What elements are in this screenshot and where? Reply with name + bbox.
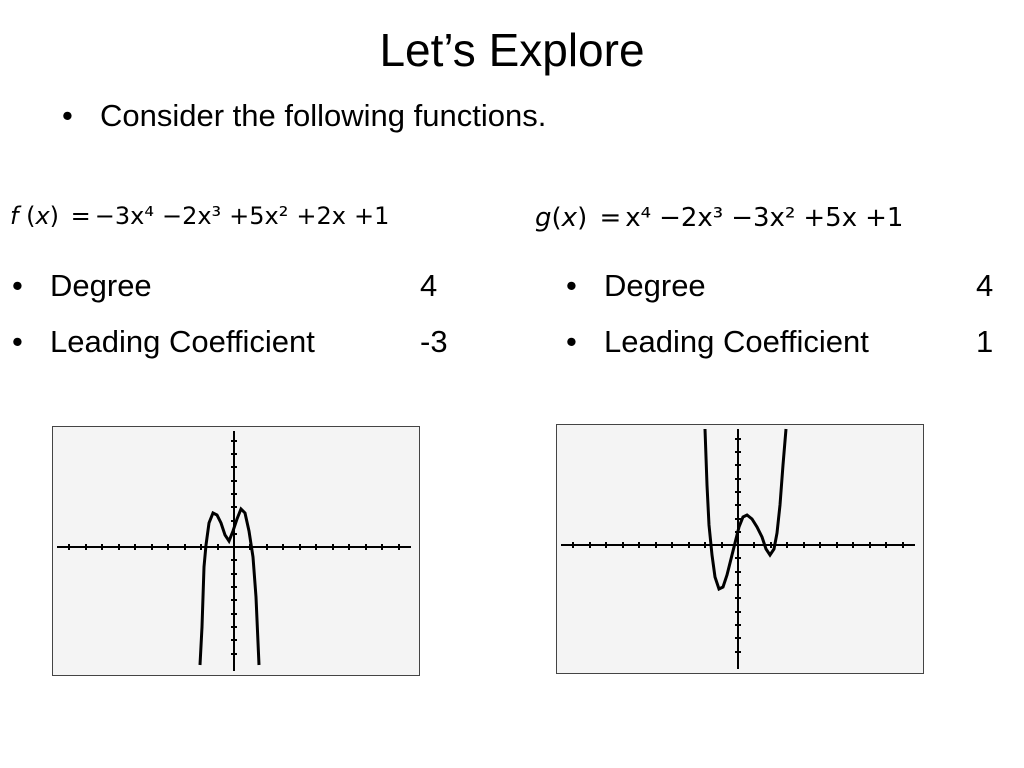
y-ticks (735, 438, 741, 653)
left-degree-row: • Degree 4 (12, 266, 437, 306)
term: −3x⁴ (94, 202, 154, 230)
left-lc-row: • Leading Coefficient -3 (12, 322, 448, 362)
graph-g (556, 424, 924, 674)
bullet-icon: • (12, 324, 23, 359)
term: +1 (353, 202, 390, 230)
g-curve (703, 428, 788, 592)
degree-label: Degree (50, 268, 152, 303)
equation-g: g(x) =x⁴−2x³−3x²+5x+1 (535, 203, 904, 233)
term: −2x³ (659, 203, 724, 233)
function-var: x (561, 203, 578, 233)
right-degree-row: • Degree 4 (566, 266, 993, 306)
term: +2x (296, 202, 346, 230)
degree-value: 4 (976, 268, 994, 303)
term: +5x (803, 203, 858, 233)
graph-f-plot (57, 431, 411, 671)
function-var: x (35, 202, 50, 230)
graph-f (52, 426, 420, 676)
equation-f: f (x) =−3x⁴−2x³+5x²+2x+1 (10, 202, 390, 230)
degree-value: 4 (420, 268, 438, 303)
slide-title: Let’s Explore (379, 24, 645, 76)
bullet-icon: • (566, 324, 577, 359)
lc-value: -3 (420, 324, 448, 359)
bullet-icon: • (566, 268, 577, 303)
lc-value: 1 (976, 324, 994, 359)
lc-label: Leading Coefficient (50, 324, 315, 359)
term: −2x³ (161, 202, 222, 230)
function-name: g (535, 203, 552, 233)
right-lc-row: • Leading Coefficient 1 (566, 322, 993, 362)
x-ticks (572, 542, 904, 548)
term: +5x² (229, 202, 289, 230)
lc-label: Leading Coefficient (604, 324, 869, 359)
intro-bullet: • Consider the following functions. (62, 96, 546, 136)
function-name: f (10, 202, 19, 230)
f-curve (198, 506, 261, 666)
bullet-icon: • (12, 268, 23, 303)
term: x⁴ (625, 203, 652, 233)
intro-text: Consider the following functions. (100, 98, 547, 133)
degree-label: Degree (604, 268, 706, 303)
term: −3x² (731, 203, 796, 233)
term: +1 (865, 203, 904, 233)
graph-g-plot (561, 428, 915, 669)
bullet-icon: • (62, 98, 73, 133)
